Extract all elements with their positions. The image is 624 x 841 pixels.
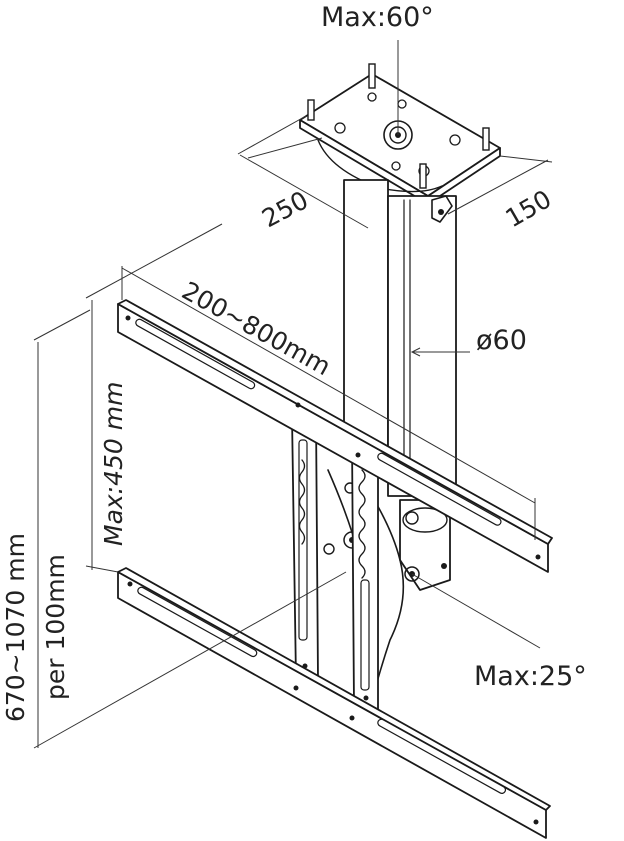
plate-width-label: 250 [257, 185, 313, 233]
height-range-label: 670~1070 mm [1, 533, 30, 722]
vertical-rail-left [291, 415, 319, 681]
vertical-rail-right [351, 439, 379, 713]
tilt-joint [323, 469, 451, 701]
pole [343, 179, 457, 497]
max-tilt-top-label: Max:60° [321, 2, 434, 33]
max-tilt-bottom-label: Max:25° [474, 661, 587, 692]
ceiling-plate [299, 73, 501, 205]
lower-horizontal-bar [117, 567, 551, 839]
vertical-max-label: Max:450 mm [99, 382, 128, 546]
height-step-label: per 100mm [41, 554, 70, 700]
adjuster-teeth [298, 459, 306, 545]
plate-depth-label: 150 [501, 184, 557, 233]
upper-horizontal-bar [117, 299, 553, 573]
plate-bolts [307, 63, 490, 189]
dimension-lines [33, 40, 553, 749]
pole-diameter-label: ø60 [476, 325, 527, 356]
